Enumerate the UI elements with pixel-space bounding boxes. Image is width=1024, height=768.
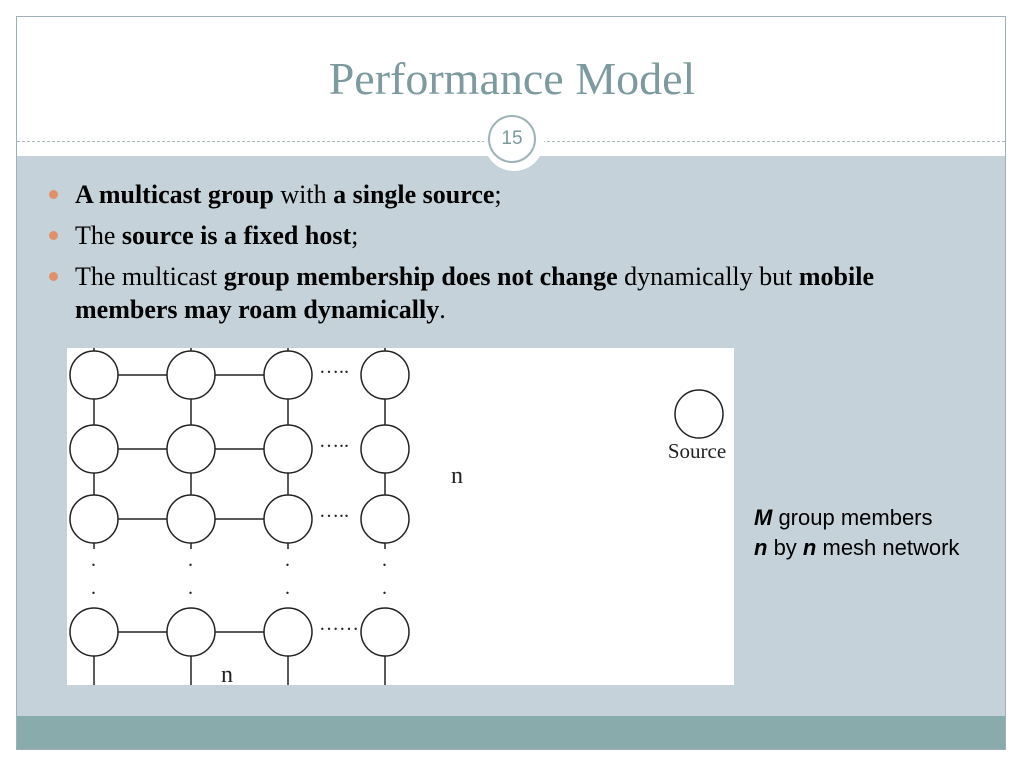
mesh-dots-col: . <box>91 577 96 599</box>
mesh-dots-row: ….. <box>319 356 349 378</box>
mesh-node <box>360 424 410 474</box>
note-line-1: M group members <box>754 503 959 533</box>
mesh-diagram: Source n n ….. ….. ….. ……........ <box>69 348 726 685</box>
bullet-text: ; <box>494 180 502 209</box>
mesh-dots: ….. ….. ….. ……........ <box>91 356 387 635</box>
bullet-dot-icon <box>49 272 58 281</box>
mesh-dots-row: ….. <box>319 430 349 452</box>
mesh-node <box>263 350 313 400</box>
source-node <box>674 389 724 439</box>
mesh-node <box>166 494 216 544</box>
mesh-dots-col: . <box>382 549 387 571</box>
mesh-dots-col: . <box>382 577 387 599</box>
note-var-n: n <box>754 535 768 560</box>
mesh-dots-row: …… <box>319 613 359 635</box>
mesh-dots-col: . <box>285 577 290 599</box>
note-var-n: n <box>802 535 817 560</box>
bullet-item: The source is a fixed host; <box>46 219 966 252</box>
bullet-text: dynamically but <box>617 262 799 291</box>
slide-title: Performance Model <box>328 53 696 104</box>
mesh-node <box>69 607 119 657</box>
bullet-text: ; <box>351 221 359 250</box>
mesh-dots-col: . <box>91 549 96 571</box>
bullet-text: with <box>273 180 334 209</box>
mesh-node <box>69 494 119 544</box>
bullet-list: A multicast group with a single source; … <box>46 178 966 334</box>
mesh-dots-col: . <box>188 577 193 599</box>
mesh-node <box>360 350 410 400</box>
bullet-text-bold: a single source <box>333 180 495 209</box>
bullet-text-bold: A multicast group <box>75 180 274 209</box>
note-text: by <box>767 535 803 560</box>
bullet-text: The multicast <box>75 262 224 291</box>
mesh-node <box>166 607 216 657</box>
bullet-item: A multicast group with a single source; <box>46 178 966 211</box>
mesh-node <box>69 350 119 400</box>
source-label: Source <box>668 439 726 463</box>
bullet-text-bold: mobile members may roam dynamically <box>75 262 874 324</box>
bullet-dot-icon <box>49 231 58 240</box>
footer-band <box>17 716 1005 749</box>
bullet-text: The <box>75 221 122 250</box>
mesh-node <box>69 424 119 474</box>
page-number: 15 <box>488 115 536 163</box>
mesh-node <box>166 424 216 474</box>
mesh-node <box>360 494 410 544</box>
bullet-text: . <box>439 295 446 324</box>
mesh-node <box>360 607 410 657</box>
bullet-text-bold: source is a fixed host <box>121 221 352 250</box>
bullet-text-bold: group membership does not change <box>223 262 618 291</box>
note-text: group members <box>772 505 933 530</box>
mesh-node <box>166 350 216 400</box>
mesh-network-figure: Source n n ….. ….. ….. ……........ <box>67 348 734 685</box>
mesh-node <box>263 494 313 544</box>
mesh-node <box>263 607 313 657</box>
mesh-dots-col: . <box>285 549 290 571</box>
note-line-2: n by n mesh network <box>754 533 959 563</box>
note-text: mesh network <box>816 535 960 560</box>
network-note: M group members n by n mesh network <box>754 503 959 563</box>
mesh-grid <box>69 348 410 685</box>
note-var-m: M <box>754 505 773 530</box>
mesh-dots-row: ….. <box>319 500 349 522</box>
n-label-bottom: n <box>221 662 233 685</box>
mesh-node <box>263 424 313 474</box>
bullet-item: The multicast group membership does not … <box>46 260 966 326</box>
bullet-dot-icon <box>49 190 58 199</box>
n-label-right: n <box>451 463 463 489</box>
mesh-dots-col: . <box>188 549 193 571</box>
